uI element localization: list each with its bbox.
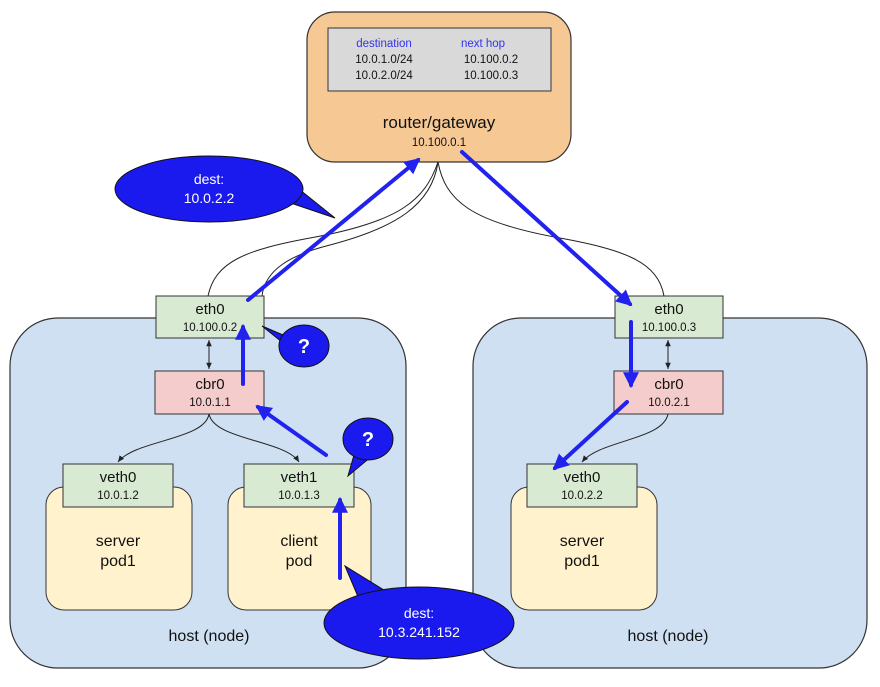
right-pod1-label-2: pod1 — [564, 553, 600, 570]
question-bubble-veth1 — [342, 417, 394, 461]
table-header-destination: destination — [356, 38, 412, 50]
left-cbr0-ip: 10.0.1.1 — [189, 397, 231, 409]
flow-arrow-cbr0-to-veth0 — [552, 400, 629, 471]
callout-dest-top — [114, 155, 304, 223]
left-eth0-name: eth0 — [195, 301, 224, 318]
routing-table — [327, 27, 552, 92]
router-ip: 10.100.0.1 — [412, 137, 466, 149]
left-veth0-box — [62, 463, 174, 508]
right-host-label: host (node) — [628, 628, 709, 645]
table-header-next-hop: next hop — [461, 38, 505, 50]
question-mark-eth0: ? — [298, 336, 310, 358]
right-cbr0-veth0-link — [581, 413, 669, 463]
left-veth1-ip: 10.0.1.3 — [278, 490, 320, 502]
left-cbr0-name: cbr0 — [195, 376, 224, 393]
left-cbr0-veth0-link — [117, 413, 210, 463]
left-veth0-ip: 10.0.1.2 — [97, 490, 139, 502]
right-veth0-box — [526, 463, 638, 508]
callout-dest-bottom-line1: dest: — [404, 605, 434, 621]
left-pod2-label-2: pod — [286, 553, 313, 570]
link-router-left — [207, 161, 439, 297]
right-eth0-box — [614, 295, 724, 339]
table-cell: 10.0.1.0/24 — [355, 54, 413, 66]
right-eth0-name: eth0 — [654, 301, 683, 318]
flow-arrow-router-to-eth0 — [460, 150, 633, 307]
left-cbr0-veth1-link — [208, 413, 300, 463]
flow-arrow-eth0-to-router — [246, 157, 421, 302]
right-veth0-ip: 10.0.2.2 — [561, 490, 603, 502]
callout-dest-bottom-line2: 10.3.241.152 — [378, 624, 460, 640]
left-veth1-name: veth1 — [281, 469, 318, 486]
left-veth0-name: veth0 — [100, 469, 137, 486]
right-cbr0-name: cbr0 — [654, 376, 683, 393]
question-bubble-eth0 — [278, 324, 330, 368]
callout-dest-bottom — [323, 586, 515, 660]
left-eth0-ip: 10.100.0.2 — [183, 322, 237, 334]
left-cbr0-box — [154, 370, 265, 415]
left-pod1-label-1: server — [96, 533, 141, 550]
flow-arrow-veth1-to-cbr0 — [255, 405, 328, 457]
link-router-left-2 — [261, 161, 439, 297]
callout-dest-top-line2: 10.0.2.2 — [184, 190, 235, 206]
left-pod1-label-2: pod1 — [100, 553, 136, 570]
right-cbr0-ip: 10.0.2.1 — [648, 397, 690, 409]
link-router-right — [437, 161, 665, 297]
table-cell: 10.100.0.3 — [464, 70, 518, 82]
left-pod2-label-1: client — [280, 533, 318, 550]
callout-dest-top-line1: dest: — [194, 171, 224, 187]
right-pod1-label-1: server — [560, 533, 605, 550]
table-cell: 10.0.2.0/24 — [355, 70, 413, 82]
right-veth0-name: veth0 — [564, 469, 601, 486]
router-label: router/gateway — [383, 113, 496, 132]
question-mark-veth1: ? — [362, 429, 374, 451]
table-cell: 10.100.0.2 — [464, 54, 518, 66]
left-host-label: host (node) — [169, 628, 250, 645]
right-eth0-ip: 10.100.0.3 — [642, 322, 696, 334]
